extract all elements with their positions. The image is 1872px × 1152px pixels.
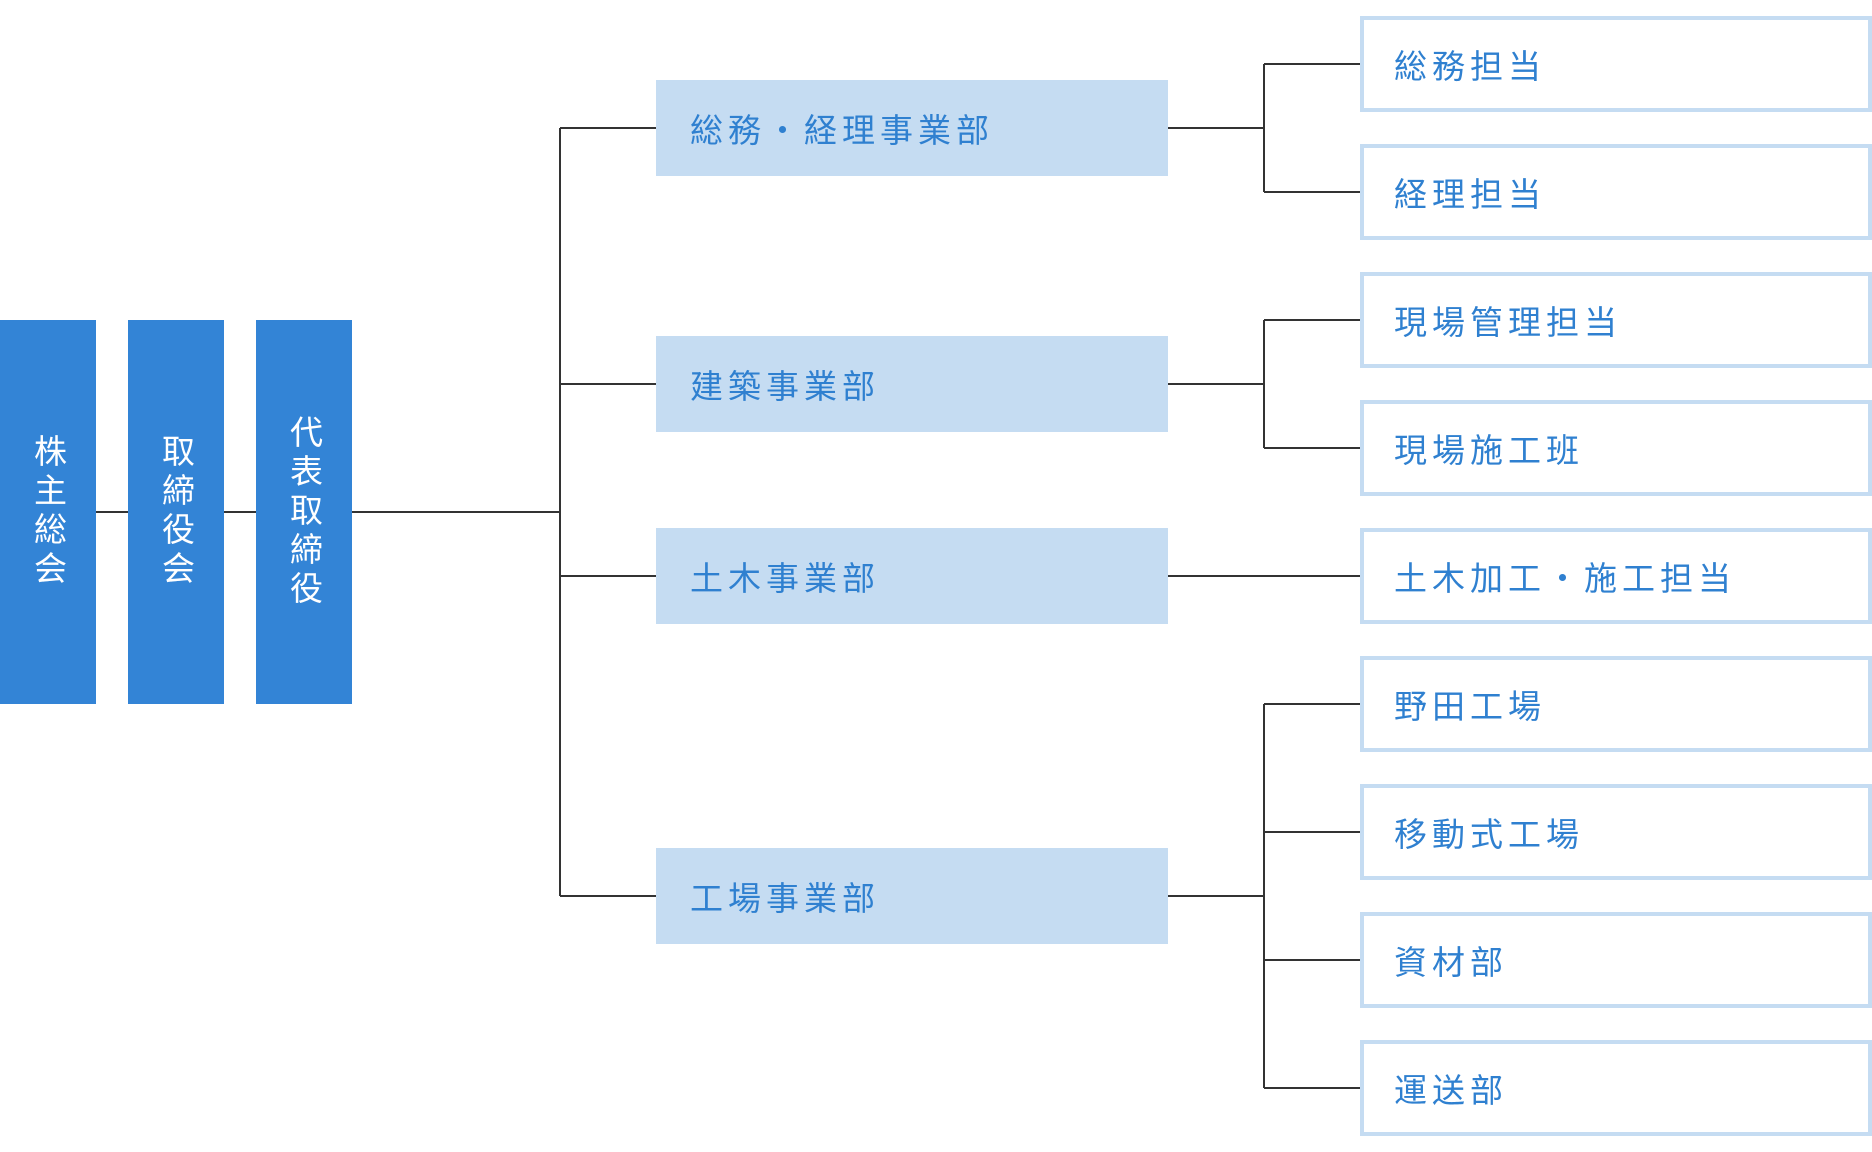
department-general-affairs-accounting: 総務・経理事業部 xyxy=(656,80,1168,176)
unit-accounting: 経理担当 xyxy=(1360,144,1872,240)
board-of-directors-box: 取締役会 xyxy=(128,320,224,704)
department-civil-engineering: 土木事業部 xyxy=(656,528,1168,624)
unit-site-construction-team: 現場施工班 xyxy=(1360,400,1872,496)
representative-director-box: 代表取締役 xyxy=(256,320,352,704)
representative-director-label: 代表取締役 xyxy=(284,414,324,610)
unit-civil-processing-construction: 土木加工・施工担当 xyxy=(1360,528,1872,624)
department-construction: 建築事業部 xyxy=(656,336,1168,432)
shareholders-meeting-box: 株主総会 xyxy=(0,320,96,704)
unit-noda-factory: 野田工場 xyxy=(1360,656,1872,752)
unit-materials: 資材部 xyxy=(1360,912,1872,1008)
shareholders-meeting-label: 株主総会 xyxy=(28,434,68,590)
department-factory: 工場事業部 xyxy=(656,848,1168,944)
unit-general-affairs: 総務担当 xyxy=(1360,16,1872,112)
board-of-directors-label: 取締役会 xyxy=(156,434,196,590)
unit-transport: 運送部 xyxy=(1360,1040,1872,1136)
unit-site-management: 現場管理担当 xyxy=(1360,272,1872,368)
unit-mobile-factory: 移動式工場 xyxy=(1360,784,1872,880)
